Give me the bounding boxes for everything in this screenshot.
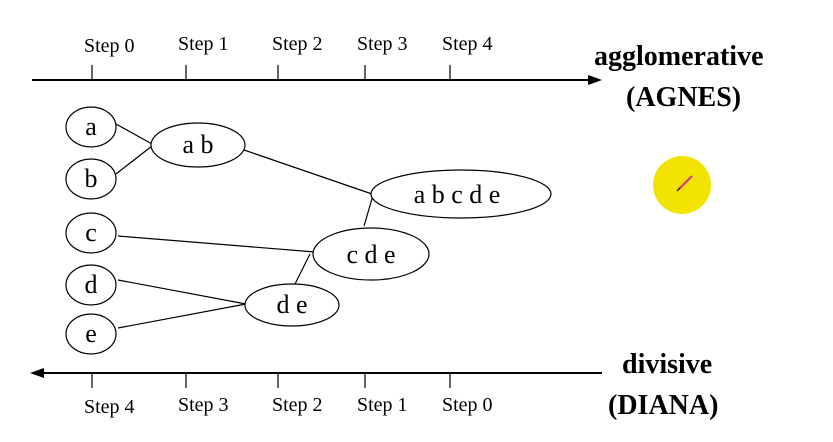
edge-d-de xyxy=(117,279,247,305)
top-axis-arrowhead xyxy=(588,75,602,85)
node-a: a xyxy=(65,106,117,148)
bottom-axis-arrowhead xyxy=(30,368,44,378)
top-step-label-1: Step 1 xyxy=(178,33,229,55)
dendrogram-nodes: a b c d e a b d e c d e xyxy=(65,106,552,355)
bottom-step-label-2: Step 2 xyxy=(272,394,323,416)
pen-glyph xyxy=(676,175,693,192)
agglomerative-axis: Step 0 Step 1 Step 2 Step 3 Step 4 agglo… xyxy=(32,33,764,113)
node-abcde-label: a b c d e xyxy=(414,180,501,209)
diana-title: (DIANA) xyxy=(608,390,718,421)
divisive-axis: Step 4 Step 3 Step 2 Step 1 Step 0 divis… xyxy=(30,349,718,421)
node-ab-ellipse xyxy=(150,122,246,168)
node-abcde-ellipse xyxy=(370,169,552,219)
edge-e-de xyxy=(117,303,247,329)
node-c-label: c xyxy=(85,218,97,247)
bottom-step-label-4: Step 0 xyxy=(442,394,493,416)
node-e: e xyxy=(65,313,117,355)
top-step-label-0: Step 0 xyxy=(84,35,135,57)
pen-body xyxy=(678,175,693,190)
node-a-ellipse xyxy=(65,106,117,148)
node-d-label: d xyxy=(85,270,98,299)
node-b: b xyxy=(65,158,117,200)
edge-c-cde xyxy=(117,235,316,253)
node-cde-ellipse xyxy=(312,227,430,281)
top-step-label-3: Step 3 xyxy=(357,33,408,55)
node-de-label: d e xyxy=(276,290,307,319)
node-a-label: a xyxy=(85,112,97,141)
node-ab-label: a b xyxy=(182,130,213,159)
divisive-title: divisive xyxy=(622,349,712,380)
node-d-ellipse xyxy=(65,264,117,306)
node-ab: a b xyxy=(150,122,246,168)
pen-tip xyxy=(676,187,681,192)
edge-de-cde xyxy=(293,253,311,287)
node-c-ellipse xyxy=(65,212,117,254)
node-de-ellipse xyxy=(244,283,340,327)
top-step-label-2: Step 2 xyxy=(272,33,323,55)
top-step-label-4: Step 4 xyxy=(442,33,493,55)
node-b-label: b xyxy=(85,164,98,193)
bottom-step-label-3: Step 1 xyxy=(357,394,408,416)
edge-ab-abcde xyxy=(243,149,373,195)
bottom-step-label-0: Step 4 xyxy=(84,396,135,418)
node-e-label: e xyxy=(85,319,97,348)
agglomerative-title: agglomerative xyxy=(594,41,764,72)
edge-b-ab xyxy=(115,145,153,175)
node-b-ellipse xyxy=(65,158,117,200)
node-abcde: a b c d e xyxy=(370,169,552,219)
edge-a-ab xyxy=(115,123,153,145)
node-e-ellipse xyxy=(65,313,117,355)
bottom-step-label-1: Step 3 xyxy=(178,394,229,416)
node-d: d xyxy=(65,264,117,306)
node-de: d e xyxy=(244,283,340,327)
agnes-title: (AGNES) xyxy=(626,82,741,113)
dendrogram-edges xyxy=(115,123,375,329)
node-cde: c d e xyxy=(312,227,430,281)
node-c: c xyxy=(65,212,117,254)
node-cde-label: c d e xyxy=(346,240,395,269)
pen-cursor-icon xyxy=(653,156,711,214)
